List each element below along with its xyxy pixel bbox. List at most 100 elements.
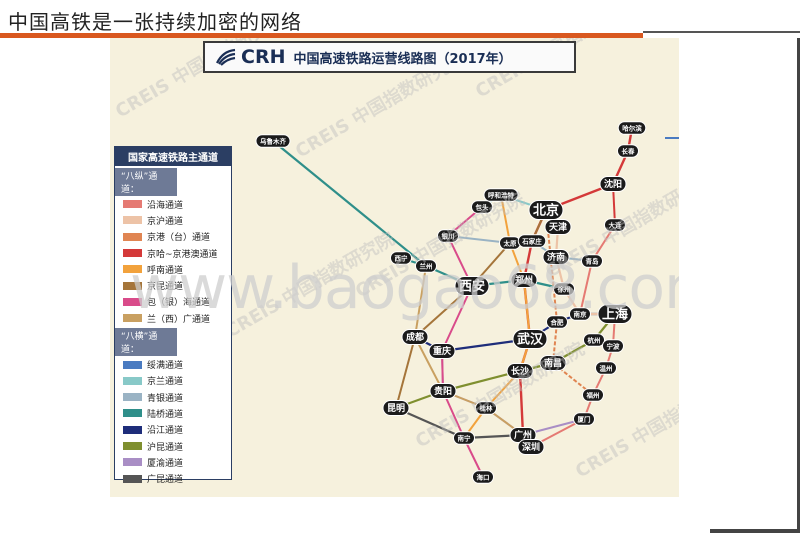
city-badge bbox=[597, 304, 633, 324]
city-badge bbox=[428, 343, 456, 359]
city-label: 福州 bbox=[586, 390, 600, 399]
city-badge bbox=[471, 200, 493, 214]
legend-swatch bbox=[123, 216, 142, 225]
city-label: 深圳 bbox=[522, 441, 540, 453]
legend-vertical-list: 沿海通道京沪通道京港（台）通道京哈~京港澳通道呼南通道京昆通道包（银）海通道兰（… bbox=[115, 196, 231, 326]
legend-swatch bbox=[123, 314, 142, 323]
legend-swatch bbox=[123, 200, 142, 209]
legend-label: 广昆通道 bbox=[147, 475, 184, 486]
city-marker: 福州 bbox=[582, 388, 604, 402]
city-marker: 厦门 bbox=[573, 412, 595, 426]
city-label: 重庆 bbox=[433, 345, 451, 357]
legend-item-vertical-4: 呼南通道 bbox=[115, 261, 231, 277]
city-label: 武汉 bbox=[517, 332, 544, 348]
city-badge bbox=[517, 234, 547, 248]
city-label: 长沙 bbox=[511, 365, 529, 377]
city-badge bbox=[595, 361, 617, 375]
legend-horizontal-list: 绥满通道京兰通道青银通道陆桥通道沿江通道沪昆通道厦渝通道广昆通道 bbox=[115, 356, 231, 486]
city-badge bbox=[453, 431, 475, 445]
city-badge bbox=[437, 229, 459, 243]
city-label: 呼和浩特 bbox=[488, 190, 515, 199]
city-badge bbox=[475, 401, 497, 415]
city-marker: 杭州 bbox=[583, 333, 605, 347]
city-badge bbox=[415, 259, 437, 273]
legend-item-horizontal-1: 京兰通道 bbox=[115, 373, 231, 389]
legend-swatch bbox=[123, 425, 142, 434]
city-badge bbox=[528, 200, 564, 220]
legend-item-horizontal-5: 沪昆通道 bbox=[115, 438, 231, 454]
legend-label: 沿海通道 bbox=[147, 200, 184, 211]
city-marker: 上海 bbox=[597, 304, 633, 324]
city-label: 成都 bbox=[406, 331, 424, 343]
legend-label: 青银通道 bbox=[147, 393, 184, 404]
city-badge bbox=[542, 249, 570, 265]
city-badge bbox=[510, 272, 538, 288]
city-badge bbox=[553, 282, 575, 296]
legend-swatch bbox=[123, 474, 142, 483]
city-marker: 成都 bbox=[401, 329, 429, 345]
city-badge bbox=[483, 188, 519, 202]
legend-item-vertical-1: 京沪通道 bbox=[115, 212, 231, 228]
city-label: 西宁 bbox=[395, 253, 409, 262]
legend: 国家高速铁路主通道 “八纵”通道： 沿海通道京沪通道京港（台）通道京哈~京港澳通… bbox=[114, 146, 232, 485]
city-marker: 北京 bbox=[528, 200, 564, 220]
legend-label: 京港（台）通道 bbox=[147, 233, 211, 244]
city-marker: 合肥 bbox=[546, 315, 568, 329]
city-label: 青岛 bbox=[586, 256, 600, 265]
legend-label: 京兰通道 bbox=[147, 377, 184, 388]
city-marker: 南昌 bbox=[539, 355, 567, 371]
city-badge bbox=[583, 333, 605, 347]
city-label: 哈尔滨 bbox=[622, 123, 642, 132]
city-label: 乌鲁木齐 bbox=[260, 136, 287, 145]
city-badge bbox=[582, 388, 604, 402]
legend-item-vertical-6: 包（银）海通道 bbox=[115, 294, 231, 310]
city-label: 南宁 bbox=[458, 433, 472, 442]
legend-swatch bbox=[123, 249, 142, 258]
city-label: 昆明 bbox=[387, 403, 405, 414]
city-label: 济南 bbox=[547, 251, 565, 263]
slide-title: 中国高铁是一张持续加密的网络 bbox=[8, 10, 302, 34]
city-marker: 深圳 bbox=[517, 439, 545, 455]
legend-item-horizontal-0: 绥满通道 bbox=[115, 356, 231, 372]
city-label: 郑州 bbox=[515, 274, 533, 286]
city-badge bbox=[617, 144, 639, 158]
city-label: 厦门 bbox=[578, 414, 592, 423]
legend-swatch bbox=[123, 393, 142, 402]
legend-item-vertical-3: 京哈~京港澳通道 bbox=[115, 245, 231, 261]
city-marker: 哈尔滨 bbox=[617, 121, 647, 135]
city-marker: 徐州 bbox=[553, 282, 575, 296]
legend-swatch bbox=[123, 442, 142, 450]
city-badge bbox=[517, 439, 545, 455]
city-badge bbox=[255, 134, 291, 148]
legend-label: 陆桥通道 bbox=[147, 409, 184, 420]
title-underline bbox=[0, 33, 643, 38]
city-marker: 南宁 bbox=[453, 431, 475, 445]
city-label: 北京 bbox=[533, 203, 559, 219]
city-badge bbox=[390, 251, 412, 265]
city-label: 合肥 bbox=[550, 317, 565, 326]
city-marker: 昆明 bbox=[382, 400, 410, 416]
city-label: 桂林 bbox=[479, 403, 494, 412]
city-badge bbox=[382, 400, 410, 416]
legend-item-horizontal-6: 厦渝通道 bbox=[115, 454, 231, 470]
city-marker: 济南 bbox=[542, 249, 570, 265]
city-badge bbox=[472, 470, 494, 484]
crh-wings-icon bbox=[216, 48, 236, 66]
city-badge bbox=[429, 383, 457, 399]
legend-swatch bbox=[123, 409, 142, 418]
city-label: 沈阳 bbox=[604, 178, 622, 190]
legend-swatch bbox=[123, 376, 142, 385]
city-marker: 郑州 bbox=[510, 272, 538, 288]
city-marker: 西宁 bbox=[390, 251, 412, 265]
city-marker: 乌鲁木齐 bbox=[255, 134, 291, 148]
city-label: 南昌 bbox=[544, 357, 562, 369]
legend-swatch bbox=[123, 281, 142, 290]
city-marker: 长春 bbox=[617, 144, 639, 158]
city-marker: 太原 bbox=[499, 236, 521, 250]
legend-swatch bbox=[123, 458, 142, 467]
city-badge bbox=[573, 412, 595, 426]
city-label: 包头 bbox=[476, 202, 490, 211]
city-marker: 呼和浩特 bbox=[483, 188, 519, 202]
city-badge bbox=[599, 176, 627, 192]
legend-swatch bbox=[123, 297, 142, 306]
